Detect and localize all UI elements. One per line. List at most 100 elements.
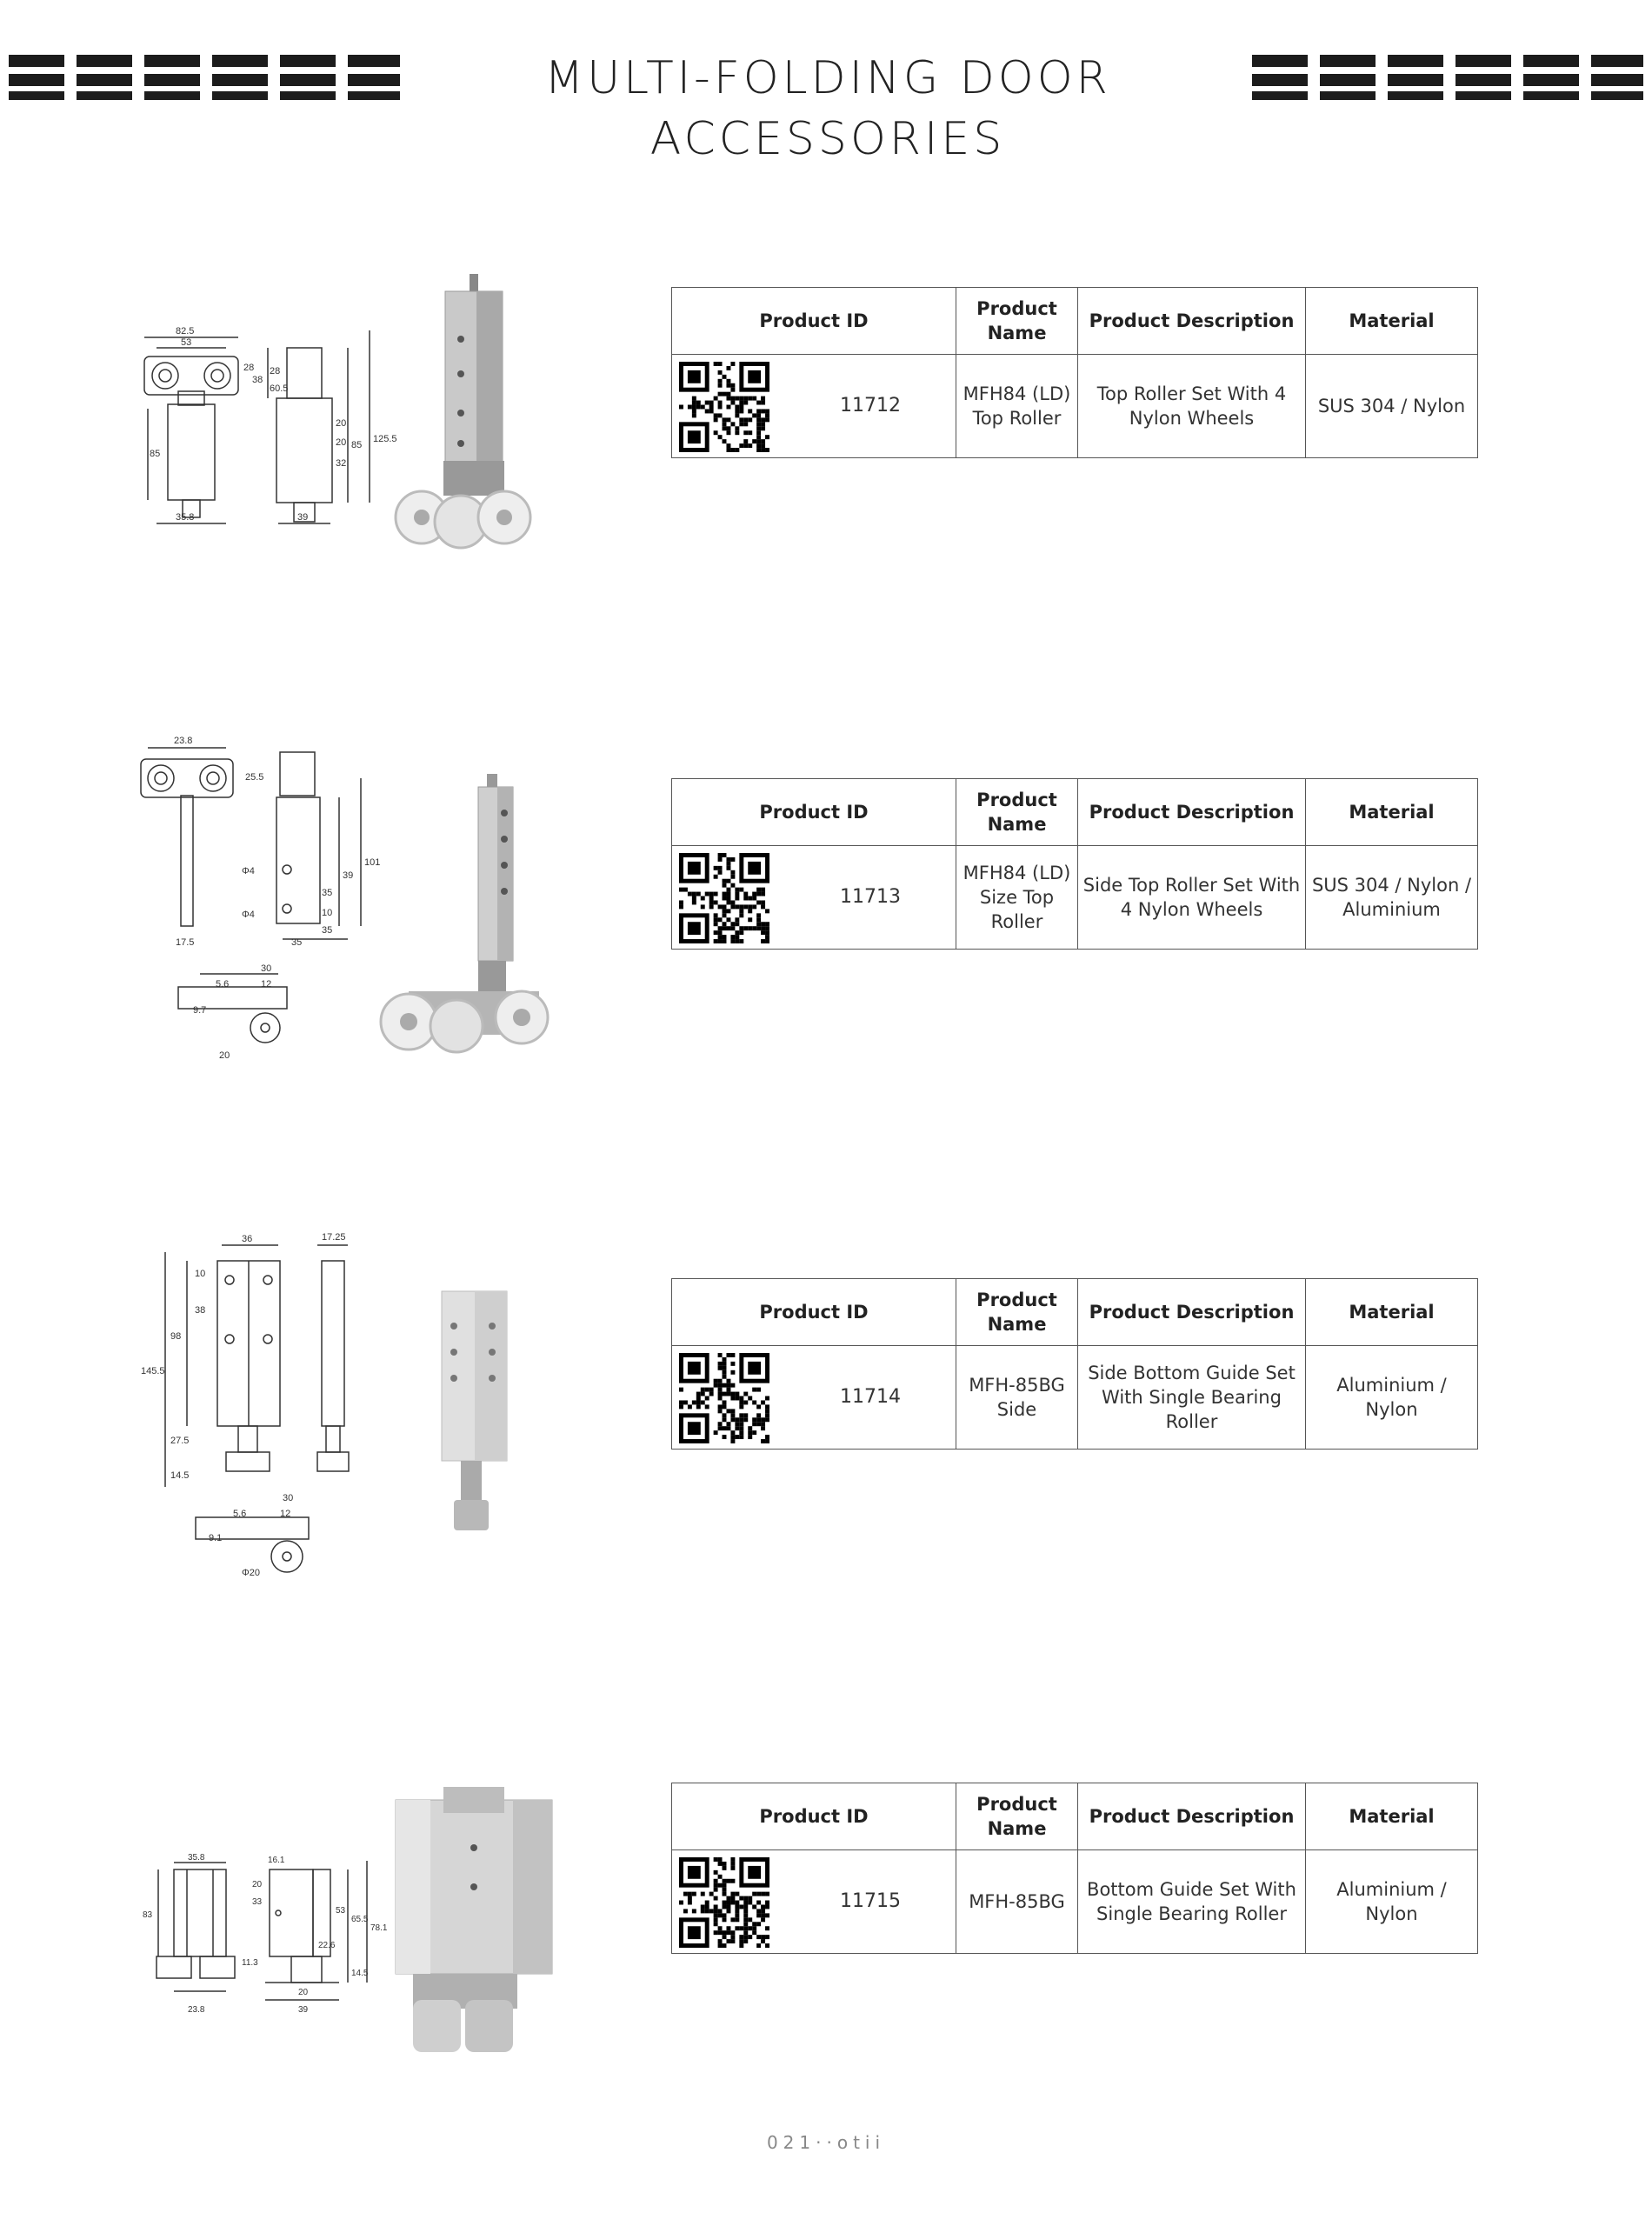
- product-id: 11713: [840, 886, 901, 908]
- svg-text:Φ4: Φ4: [242, 910, 255, 920]
- header-stripe-segment: [1320, 74, 1376, 86]
- header-product-description: Product Description: [1077, 778, 1306, 846]
- svg-text:5.6: 5.6: [216, 979, 229, 990]
- header-stripe-segment: [1591, 91, 1643, 100]
- svg-text:23.8: 23.8: [174, 736, 192, 746]
- product-id-cell: 11714: [671, 1345, 956, 1450]
- product-spec-table: Product ID Product Name Product Descript…: [671, 778, 1478, 950]
- table-header-row: Product ID Product Name Product Descript…: [671, 1278, 1478, 1346]
- header-stripe-segment: [77, 91, 132, 100]
- svg-text:17.25: 17.25: [322, 1232, 346, 1243]
- product-name: MFH-85BG Side: [956, 1345, 1078, 1450]
- header-stripe-segment: [144, 55, 200, 67]
- svg-text:35: 35: [291, 937, 302, 948]
- svg-text:Φ20: Φ20: [242, 1568, 260, 1578]
- page-header: MULTI-FOLDING DOOR ACCESSORIES: [0, 48, 1652, 165]
- svg-text:39: 39: [298, 2005, 309, 2015]
- header-product-description: Product Description: [1077, 1783, 1306, 1850]
- svg-text:83: 83: [143, 1910, 153, 1920]
- header-product-id: Product ID: [671, 778, 956, 846]
- side-bottom-guide-photo-icon: [441, 1290, 508, 1530]
- header-stripe-segment: [1591, 55, 1643, 67]
- svg-text:35: 35: [322, 888, 332, 898]
- header-product-name: Product Name: [956, 778, 1078, 846]
- header-stripe-segment: [212, 91, 268, 100]
- svg-text:9.7: 9.7: [193, 1005, 206, 1016]
- header-stripe-segment: [1252, 55, 1308, 67]
- header-stripe-segment: [348, 55, 400, 67]
- svg-text:12: 12: [261, 979, 271, 990]
- header-stripe-segment: [1388, 74, 1443, 86]
- header-material: Material: [1305, 1783, 1478, 1850]
- product-id: 11714: [840, 1386, 901, 1408]
- technical-drawing: 82.5 53 28 38 28 60.5 85 20 20 32 85 125…: [139, 296, 409, 530]
- header-stripe-segment: [212, 55, 268, 67]
- svg-text:38: 38: [252, 375, 263, 385]
- svg-text:35.8: 35.8: [176, 512, 194, 523]
- qr-code-icon: [679, 1857, 769, 1948]
- svg-text:32: 32: [336, 458, 346, 469]
- table-row: 11713 MFH84 (LD) Size Top Roller Side To…: [671, 845, 1478, 950]
- svg-text:5.6: 5.6: [233, 1509, 246, 1519]
- header-stripe-segment: [77, 55, 132, 67]
- bottom-guide-drawing-icon: 35.8 16.1 83 33 20 53 65.5 78.1 22.6 11.…: [143, 1853, 388, 2015]
- table-row: 11712 MFH84 (LD) Top Roller Top Roller S…: [671, 354, 1478, 458]
- svg-text:145.5: 145.5: [141, 1366, 165, 1376]
- svg-text:10: 10: [195, 1269, 205, 1279]
- svg-text:10: 10: [322, 908, 332, 918]
- svg-text:28: 28: [243, 363, 254, 373]
- product-name: MFH84 (LD) Size Top Roller: [956, 845, 1078, 950]
- header-stripe-segment: [1455, 91, 1511, 100]
- svg-text:35.8: 35.8: [188, 1853, 205, 1863]
- product-material: Aluminium / Nylon: [1305, 1849, 1478, 1954]
- header-product-description: Product Description: [1077, 1278, 1306, 1346]
- table-header-row: Product ID Product Name Product Descript…: [671, 1783, 1478, 1850]
- header-material: Material: [1305, 1278, 1478, 1346]
- svg-text:85: 85: [150, 449, 160, 459]
- side-guide-drawing-icon: 36 17.25 10 38 98 145.5 27.5 14.5 30 12 …: [141, 1232, 350, 1578]
- qr-code-icon: [679, 1353, 769, 1443]
- svg-text:28: 28: [270, 366, 280, 377]
- technical-drawing: 36 17.25 10 38 98 145.5 27.5 14.5 30 12 …: [139, 1226, 409, 1583]
- product-description: Side Bottom Guide Set With Single Bearin…: [1077, 1345, 1306, 1450]
- svg-text:101: 101: [364, 857, 380, 868]
- header-stripe-segment: [212, 74, 268, 86]
- product-id-cell: 11715: [671, 1849, 956, 1954]
- header-product-name: Product Name: [956, 1783, 1078, 1850]
- product-spec-table: Product ID Product Name Product Descript…: [671, 287, 1478, 458]
- svg-text:36: 36: [242, 1234, 252, 1244]
- svg-text:85: 85: [351, 440, 362, 450]
- svg-text:20: 20: [336, 437, 346, 448]
- qr-code-icon: [679, 853, 769, 943]
- header-stripe-segment: [1523, 74, 1579, 86]
- svg-text:65.5: 65.5: [351, 1915, 369, 1924]
- header-product-name: Product Name: [956, 1278, 1078, 1346]
- svg-text:30: 30: [283, 1493, 293, 1503]
- table-row: 11715 MFH-85BG Bottom Guide Set With Sin…: [671, 1849, 1478, 1954]
- svg-text:82.5: 82.5: [176, 326, 194, 337]
- header-stripe-segment: [280, 74, 336, 86]
- table-header-row: Product ID Product Name Product Descript…: [671, 287, 1478, 355]
- svg-text:Φ4: Φ4: [242, 866, 255, 876]
- product-material: Aluminium / Nylon: [1305, 1345, 1478, 1450]
- roller-drawing-icon: 82.5 53 28 38 28 60.5 85 20 20 32 85 125…: [143, 326, 397, 524]
- svg-text:20: 20: [298, 1988, 309, 1997]
- header-stripe-segment: [1523, 55, 1579, 67]
- svg-text:25.5: 25.5: [245, 772, 263, 783]
- product-photo: [374, 1287, 583, 1548]
- header-product-id: Product ID: [671, 1278, 956, 1346]
- product-description: Top Roller Set With 4 Nylon Wheels: [1077, 354, 1306, 458]
- table-header-row: Product ID Product Name Product Descript…: [671, 778, 1478, 846]
- svg-text:98: 98: [170, 1331, 181, 1342]
- svg-text:60.5: 60.5: [270, 383, 288, 394]
- qr-code-icon: [679, 362, 769, 452]
- header-stripe-segment: [9, 74, 64, 86]
- header-product-name: Product Name: [956, 287, 1078, 355]
- header-stripe-segment: [1252, 74, 1308, 86]
- svg-text:22.6: 22.6: [318, 1941, 336, 1950]
- svg-text:12: 12: [280, 1509, 290, 1519]
- svg-text:11.3: 11.3: [242, 1958, 258, 1968]
- svg-text:20: 20: [336, 418, 346, 429]
- side-top-roller-photo-icon: [379, 774, 550, 1054]
- svg-text:35: 35: [322, 925, 332, 936]
